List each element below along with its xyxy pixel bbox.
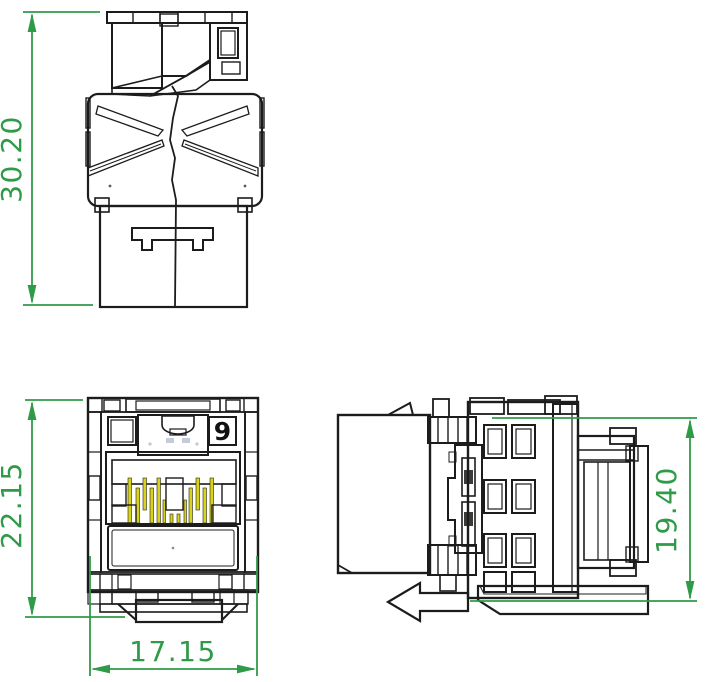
shutter-direction-arrow-icon (385, 581, 470, 623)
bottom-plate (476, 584, 650, 616)
front-bottom-rows (87, 573, 259, 613)
arrow-down-icon (27, 285, 37, 304)
side-view (336, 395, 650, 623)
contact-block-left (111, 504, 137, 524)
cap-facet-right (149, 60, 211, 97)
comb-top (427, 416, 477, 444)
contact-block-right (211, 504, 237, 524)
dim-rear-height-text: 30.20 (0, 115, 28, 203)
port-number-text: 9 (214, 417, 231, 446)
dim-side-depth: 19.40 (470, 417, 697, 602)
plug-latch-opening (161, 415, 195, 435)
side-rear-cap (576, 427, 649, 577)
side-main-body (466, 395, 580, 600)
latch-hook (387, 401, 415, 416)
keystone-tab (117, 598, 239, 624)
groove-lower-left (87, 139, 165, 177)
front-housing-outline (336, 413, 432, 575)
side-bottom-plate (476, 584, 650, 616)
tab-face (134, 598, 224, 624)
parting-line (169, 85, 179, 308)
dim-side-depth-text: 19.40 (650, 466, 683, 554)
groove-upper-left (95, 105, 165, 137)
front-top-row (87, 397, 259, 413)
dim-front-height: 22.15 (0, 399, 125, 618)
front-frame (86, 396, 260, 594)
lower-body-shell (98, 204, 249, 309)
rail-spring-left (88, 475, 101, 501)
latch-slot (131, 227, 214, 251)
cap-right-block (209, 22, 248, 81)
rear-cap (106, 11, 248, 97)
body-rear-wall (552, 403, 579, 593)
rear-view (85, 11, 265, 309)
port-contacts (127, 477, 214, 524)
front-inner-plate (100, 411, 246, 573)
groove-upper-right (180, 105, 250, 137)
icon-window (107, 416, 137, 446)
arrow-down-icon (27, 597, 37, 616)
side-windows (483, 424, 536, 593)
cap-mid-block (161, 22, 211, 77)
shutter-side-profile (447, 444, 483, 554)
arrow-right-icon (237, 664, 256, 674)
port-step (111, 459, 237, 485)
rear-upper-body (85, 92, 265, 208)
arrow-up-icon (685, 419, 695, 438)
arrow-down-icon (685, 581, 695, 600)
load-bar (165, 477, 184, 511)
side-front-housing (336, 401, 432, 575)
arrow-up-icon (27, 13, 37, 32)
rear-lower-body (94, 85, 253, 309)
rear-cap-body (576, 434, 636, 570)
port-number-window (208, 416, 237, 446)
side-flange (427, 398, 483, 592)
port-main-cavity (105, 451, 241, 525)
groove-lower-right (181, 139, 259, 177)
front-view: 9 (86, 396, 260, 624)
arrow-up-icon (27, 401, 37, 420)
rear-cap-face (629, 445, 649, 563)
dim-front-width: 17.15 (89, 556, 258, 676)
dim-rear-height: 30.20 (0, 11, 100, 306)
cap-window (217, 27, 239, 59)
arrow-left-icon (91, 664, 110, 674)
shutter-plate (107, 525, 239, 571)
dim-front-width-text: 17.15 (129, 635, 217, 668)
rail-spring-right (245, 475, 258, 501)
dim-front-height-text: 22.15 (0, 461, 28, 549)
